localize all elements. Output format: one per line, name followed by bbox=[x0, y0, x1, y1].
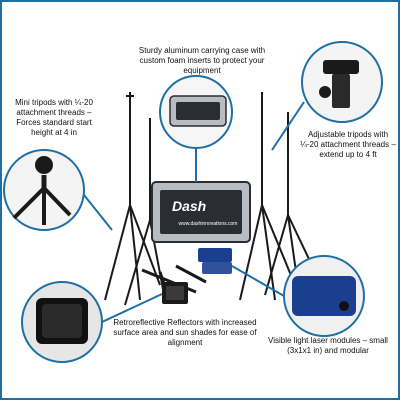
case-logo: Dash bbox=[172, 198, 207, 214]
callout-mini-tripod bbox=[3, 149, 85, 231]
laser-modules bbox=[198, 248, 232, 274]
callout-case bbox=[159, 75, 233, 149]
caption-mini-tripods: Mini tripods with ¼-20 attachment thread… bbox=[15, 98, 93, 137]
caption-reflectors: Retroreflective Reflectors with increase… bbox=[113, 318, 257, 347]
callout-adjustable-tripod bbox=[301, 41, 383, 123]
callout-reflector bbox=[21, 281, 103, 363]
tall-tripod-left-1 bbox=[104, 92, 161, 301]
aluminum-case bbox=[151, 181, 251, 243]
callout-laser bbox=[283, 255, 365, 337]
case-website: www.dashinnovations.com bbox=[178, 221, 238, 227]
reflector-box bbox=[162, 282, 188, 304]
caption-case: Sturdy aluminum carrying case with custo… bbox=[138, 46, 266, 75]
caption-laser-modules: Visible light laser modules – small (3x1… bbox=[268, 336, 388, 355]
caption-adjustable-tripods: Adjustable tripods with ¼-20 attachment … bbox=[300, 130, 396, 159]
callout-lines bbox=[83, 101, 305, 323]
